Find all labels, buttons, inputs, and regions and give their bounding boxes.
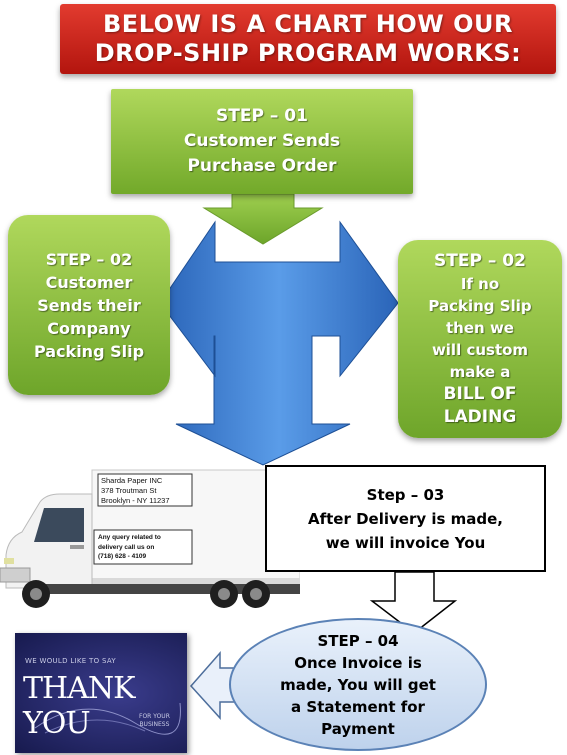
- title-banner: BELOW IS A CHART HOW OUR DROP-SHIP PROGR…: [60, 4, 556, 74]
- truck-query-line: (718) 628 - 4109: [98, 553, 147, 560]
- step-02-right-title: STEP – 02: [434, 250, 526, 271]
- step-04-line: Payment: [321, 719, 395, 738]
- step-02-right-box: STEP – 02 If no Packing Slip then we wil…: [398, 240, 562, 438]
- title-line-2: DROP-SHIP PROGRAM WORKS:: [94, 39, 522, 67]
- step-03-line: After Delivery is made,: [307, 509, 503, 528]
- step-03-line: we will invoice You: [325, 533, 486, 552]
- step-04-oval: STEP – 04 Once Invoice is made, You will…: [229, 618, 487, 751]
- truck-company-line: 378 Troutman St: [101, 486, 157, 495]
- truck-company-line: Sharda Paper INC: [101, 476, 163, 485]
- truck-company-label: Sharda Paper INC 378 Troutman St Brookly…: [101, 476, 170, 506]
- step-02-left-line: Sends their: [37, 295, 141, 315]
- thank-you-bottom-line: BUSINESS: [139, 721, 170, 728]
- thank-you-bottom-line: FOR YOUR: [139, 713, 170, 720]
- truck-query-line: Any query related to: [98, 534, 161, 541]
- delivery-truck-image: [0, 469, 300, 608]
- step-03-title: Step – 03: [366, 485, 445, 504]
- step-02-right-big-line: BILL OF: [443, 383, 517, 404]
- truck-query-line: delivery call us on: [98, 543, 155, 551]
- step-01-line: Customer Sends: [183, 131, 341, 151]
- step-02-left-line: Packing Slip: [33, 341, 145, 361]
- step-02-right-line: Packing Slip: [428, 296, 532, 315]
- step-03-box: Step – 03 After Delivery is made, we wil…: [265, 465, 546, 572]
- truck-query-label: Any query related to delivery call us on…: [98, 533, 161, 562]
- step-01-line: Purchase Order: [187, 156, 337, 176]
- step-02-right-line: then we: [446, 318, 514, 337]
- thank-you-image: WE WOULD LIKE TO SAY THANK YOU FOR YOUR …: [15, 633, 187, 753]
- step-02-left-title: STEP – 02: [45, 249, 133, 269]
- step-02-right-big-line: LADING: [443, 406, 517, 427]
- step-04-title: STEP – 04: [317, 631, 399, 650]
- step-02-left-box: STEP – 02 Customer Sends their Company P…: [8, 215, 170, 395]
- step-04-line: made, You will get: [280, 675, 436, 694]
- arrow-down-green: [202, 193, 324, 245]
- thank-you-main-text: THANK YOU: [23, 671, 136, 741]
- step-04-line: a Statement for: [291, 697, 425, 716]
- swirl-decoration: [34, 702, 181, 735]
- step-02-right-line: If no: [460, 274, 500, 293]
- step-02-right-line: make a: [449, 362, 511, 381]
- arrow-down-white: [369, 571, 458, 634]
- title-line-1: BELOW IS A CHART HOW OUR: [103, 10, 513, 38]
- step-01-box: STEP – 01 Customer Sends Purchase Order: [111, 89, 413, 194]
- step-02-left-line: Customer: [45, 272, 133, 292]
- arrow-t-blue: [159, 220, 399, 466]
- step-01-title: STEP – 01: [216, 106, 308, 126]
- thank-you-top-text: WE WOULD LIKE TO SAY: [25, 657, 116, 665]
- step-02-right-line: will custom: [431, 340, 529, 359]
- truck-company-line: Brooklyn - NY 11237: [101, 496, 170, 505]
- step-04-line: Once Invoice is: [294, 653, 422, 672]
- thank-you-bottom-text: FOR YOUR BUSINESS: [139, 713, 170, 729]
- step-02-left-line: Company: [47, 318, 131, 338]
